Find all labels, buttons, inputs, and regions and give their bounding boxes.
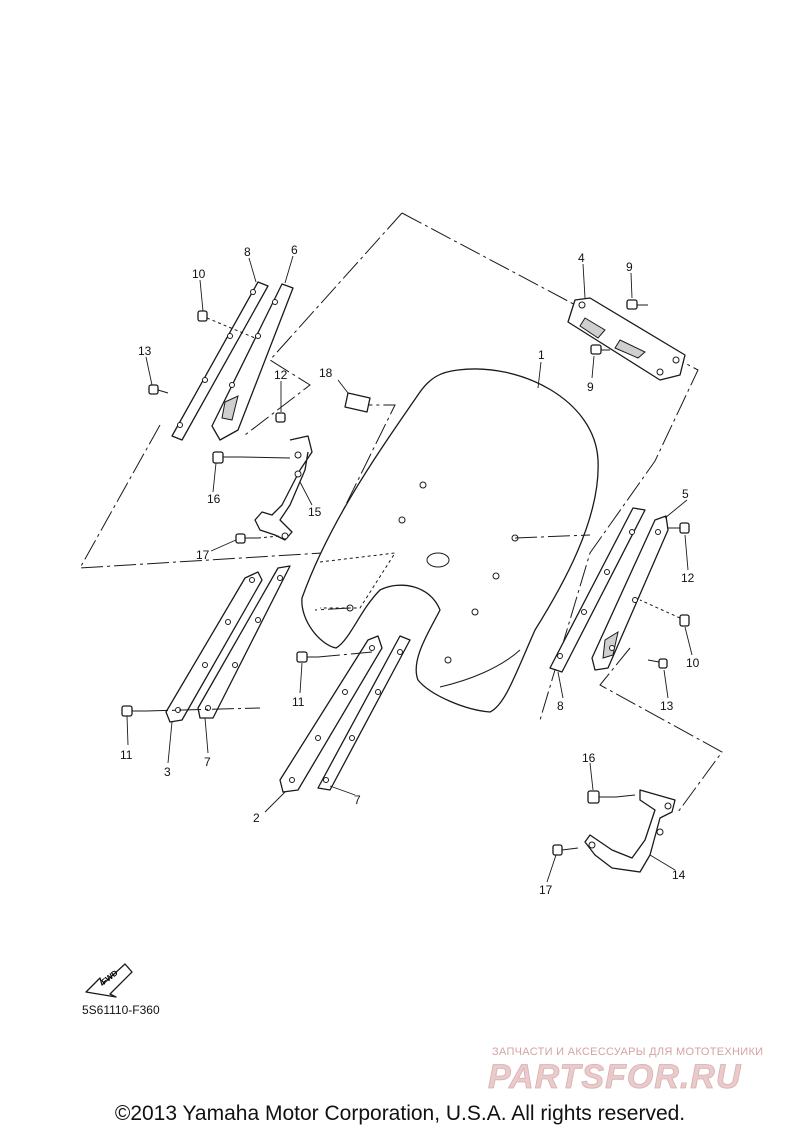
bracket-14 [584, 789, 676, 873]
callout-12-right: 12 [681, 571, 695, 585]
watermark-logo: PARTSFOR.RU [488, 1058, 742, 1097]
callout-8-left: 8 [244, 245, 251, 259]
copyright-notice: ©2013 Yamaha Motor Corporation, U.S.A. A… [114, 1102, 686, 1125]
callout-11-left: 11 [120, 748, 133, 762]
stay-8-left [171, 281, 269, 441]
callout-numbers: 1 2 3 4 5 6 7 7 8 8 9 9 10 10 11 11 12 1… [120, 243, 700, 897]
callout-4: 4 [578, 251, 585, 265]
callout-16-right: 16 [582, 751, 596, 765]
assembly-outline-lower [599, 647, 723, 813]
callout-13-right: 13 [660, 699, 674, 713]
callout-5: 5 [682, 487, 689, 501]
screw-9-lower [590, 344, 610, 355]
screw-11-lower-left [121, 705, 261, 717]
bracket-15 [254, 435, 313, 541]
bolt-16-left [212, 451, 291, 464]
callout-3: 3 [164, 765, 171, 779]
callout-1: 1 [538, 348, 545, 362]
screw-13-left [148, 384, 169, 395]
callout-17-right: 17 [539, 883, 553, 897]
stay-6 [211, 283, 294, 441]
svg-text:PARTSFOR.RU: PARTSFOR.RU [488, 1058, 742, 1096]
callout-10-right: 10 [686, 656, 700, 670]
callout-13-left: 13 [138, 344, 152, 358]
fwd-arrow-icon: FWD [85, 963, 133, 998]
callout-16-left: 16 [207, 492, 221, 506]
screw-9-upper [626, 299, 648, 310]
diagram-code: 5S61110-F360 [82, 1003, 160, 1017]
callout-15: 15 [308, 505, 322, 519]
callout-17-left: 17 [196, 548, 210, 562]
windshield [301, 368, 599, 713]
callout-14: 14 [672, 868, 686, 882]
callout-18: 18 [319, 366, 333, 380]
nut-12-right [668, 522, 690, 534]
screw-10-left [197, 310, 256, 339]
stay-7-left [197, 565, 291, 719]
bracket-4 [567, 297, 686, 381]
callout-7-left: 7 [204, 755, 211, 769]
stay-3 [165, 571, 263, 723]
bolt-16-right [587, 790, 636, 804]
callout-9-upper: 9 [626, 260, 633, 274]
bolt-17-right [552, 844, 579, 856]
bolt-17-left [235, 533, 281, 544]
stay-7-center [317, 635, 411, 791]
nut-12-left [275, 412, 286, 423]
stay-5 [591, 515, 669, 671]
callout-12-left: 12 [274, 368, 288, 382]
screw-11-center [296, 651, 373, 663]
callout-2: 2 [253, 811, 260, 825]
callout-10-left: 10 [192, 267, 206, 281]
callout-leaders [126, 255, 693, 883]
callout-7-center: 7 [354, 793, 361, 807]
callout-11-center: 11 [292, 695, 305, 709]
callout-9-lower: 9 [587, 380, 594, 394]
callout-8-right: 8 [557, 699, 564, 713]
callout-6: 6 [291, 243, 298, 257]
stay-8-right [549, 507, 646, 673]
screw-13-right [647, 658, 668, 669]
part-18 [344, 392, 371, 413]
screw-10-right [639, 599, 690, 627]
watermark-tagline: ЗАПЧАСТИ И АКСЕССУАРЫ ДЛЯ МОТОТЕХНИКИ [492, 1046, 764, 1058]
stay-2 [279, 635, 383, 793]
